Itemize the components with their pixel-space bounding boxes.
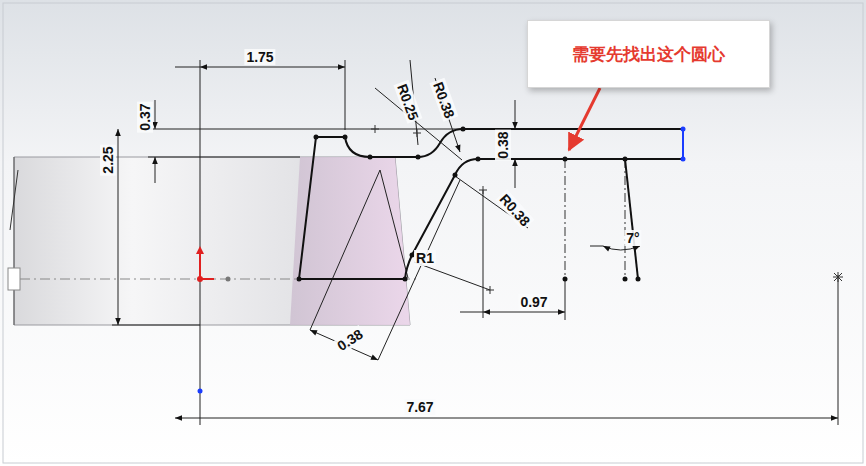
dimension-value: 1.75 [244,49,275,65]
dimension-value: 0.37 [137,101,153,132]
dimension-value: R1 [414,250,436,266]
dimension-value: 2.25 [100,144,116,175]
dimension-value: 7.67 [404,399,435,415]
dimension-value: 7° [624,230,641,246]
dimension-value: 0.97 [518,294,549,310]
callout-text: 需要先找出这个圆心 [572,43,725,66]
dimension-value: 0.38 [495,129,511,160]
callout-box: 需要先找出这个圆心 [527,20,770,88]
